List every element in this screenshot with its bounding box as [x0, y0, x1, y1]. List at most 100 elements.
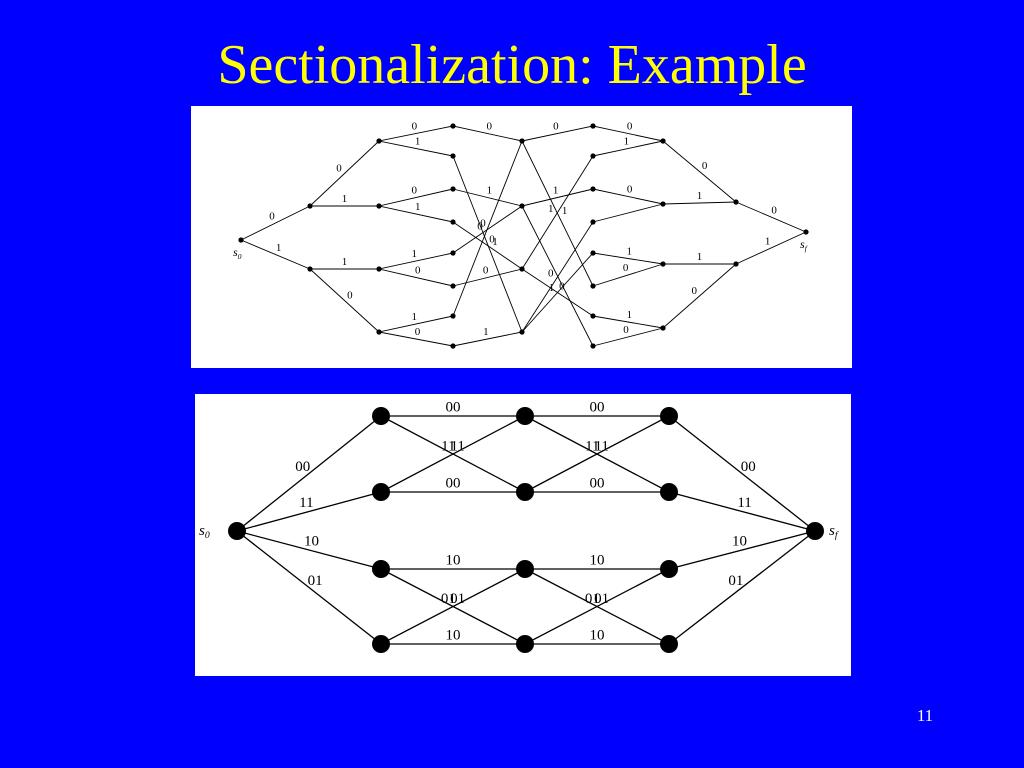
branch-label: 1	[697, 251, 703, 263]
branch-label: 1	[548, 203, 554, 215]
trellis-node	[660, 635, 678, 653]
trellis-edge	[309, 140, 380, 207]
trellis-node	[660, 261, 666, 267]
trellis-edge	[521, 140, 594, 287]
trellis-node	[660, 138, 666, 144]
sectionalized-trellis-diagram: 0011100100111100100101100011110010010110…	[199, 399, 839, 653]
trellis-node	[519, 266, 525, 272]
branch-label: 0	[559, 281, 565, 293]
branch-label: 01	[450, 591, 465, 607]
trellis-node	[376, 266, 382, 272]
trellis-edge	[662, 140, 737, 203]
branch-label: 1	[487, 185, 493, 197]
trellis-edge	[668, 530, 816, 645]
trellis-node	[590, 343, 596, 349]
branch-label: 1	[765, 236, 771, 248]
branch-label: 10	[590, 552, 605, 568]
branch-label: 1	[412, 311, 418, 323]
trellis-node	[516, 407, 534, 425]
branch-label: 1	[697, 190, 703, 202]
branch-label: 0	[480, 218, 486, 230]
trellis-edge	[309, 268, 380, 333]
trellis-node	[519, 329, 525, 335]
trellis-edge	[668, 491, 816, 532]
branch-label: 0	[477, 220, 483, 232]
trellis-node	[590, 250, 596, 256]
trellis-node	[376, 203, 382, 209]
branch-label: 0	[412, 121, 418, 133]
trellis-edge	[236, 491, 382, 532]
branch-label: 11	[299, 495, 313, 511]
trellis-node	[590, 153, 596, 159]
branch-label: 1	[415, 201, 421, 213]
trellis-edge	[668, 415, 816, 532]
trellis-node	[516, 635, 534, 653]
trellis-edge	[240, 239, 311, 270]
branch-label: 00	[590, 399, 605, 415]
branch-label: 10	[446, 552, 461, 568]
trellis-edge	[378, 331, 454, 347]
branch-label: 0	[627, 121, 633, 133]
branch-label: 0	[269, 211, 275, 223]
branch-label: 10	[304, 534, 319, 550]
trellis-edge	[380, 415, 526, 493]
trellis-edge	[378, 125, 454, 142]
branch-label: 01	[308, 573, 323, 589]
branch-label: 1	[276, 242, 282, 254]
trellis-edge	[521, 221, 594, 333]
trellis-node	[372, 483, 390, 501]
trellis-node	[806, 522, 824, 540]
branch-label: 01	[594, 591, 609, 607]
trellis-node	[516, 560, 534, 578]
branch-label: 0	[483, 265, 489, 277]
branch-label: 0	[771, 204, 777, 216]
trellis-edge	[662, 201, 737, 205]
trellis-edge	[592, 327, 664, 347]
trellis-node	[228, 522, 246, 540]
branch-label: 0	[415, 326, 421, 338]
trellis-node	[450, 219, 456, 225]
trellis-node	[376, 329, 382, 335]
trellis-node	[450, 313, 456, 319]
final-state-label: sf	[829, 523, 839, 541]
trellis-node	[450, 123, 456, 129]
trellis-edge	[380, 568, 526, 645]
trellis-node	[307, 266, 313, 272]
trellis-edge	[524, 568, 670, 645]
trellis-node	[660, 407, 678, 425]
branch-label: 11	[585, 438, 599, 454]
branch-label: 10	[446, 627, 461, 643]
branch-label: 0	[702, 160, 708, 172]
trellis-node	[450, 283, 456, 289]
branch-label: 11	[441, 438, 455, 454]
trellis-node	[733, 199, 739, 205]
branch-label: 0	[336, 163, 342, 175]
branch-label: 1	[627, 309, 633, 321]
trellis-edge	[236, 415, 382, 532]
trellis-edge	[592, 315, 664, 329]
bit-level-trellis-diagram: 0101100101101001100001011101001010100110…	[233, 121, 809, 349]
branch-label: 0	[623, 262, 629, 274]
trellis-edge	[240, 205, 311, 241]
trellis-node	[590, 313, 596, 319]
branch-label: 00	[590, 475, 605, 491]
trellis-node	[450, 250, 456, 256]
trellis-edge	[378, 315, 454, 333]
branch-label: 10	[590, 627, 605, 643]
trellis-node	[450, 153, 456, 159]
branch-label: 1	[415, 136, 421, 148]
branch-label: 01	[585, 591, 600, 607]
branch-label: 0	[411, 185, 417, 197]
trellis-node	[519, 203, 525, 209]
branch-label: 0	[691, 285, 697, 297]
start-state-label: s0	[199, 523, 210, 541]
slide-title: Sectionalization: Example	[217, 34, 807, 96]
trellis-edge	[236, 530, 382, 570]
branch-label: 0	[623, 324, 629, 336]
trellis-node	[450, 343, 456, 349]
branch-label: 1	[483, 326, 489, 338]
trellis-edge	[521, 188, 594, 207]
trellis-edge	[378, 205, 454, 223]
branch-label: 00	[295, 459, 310, 475]
branch-label: 1	[412, 248, 418, 260]
